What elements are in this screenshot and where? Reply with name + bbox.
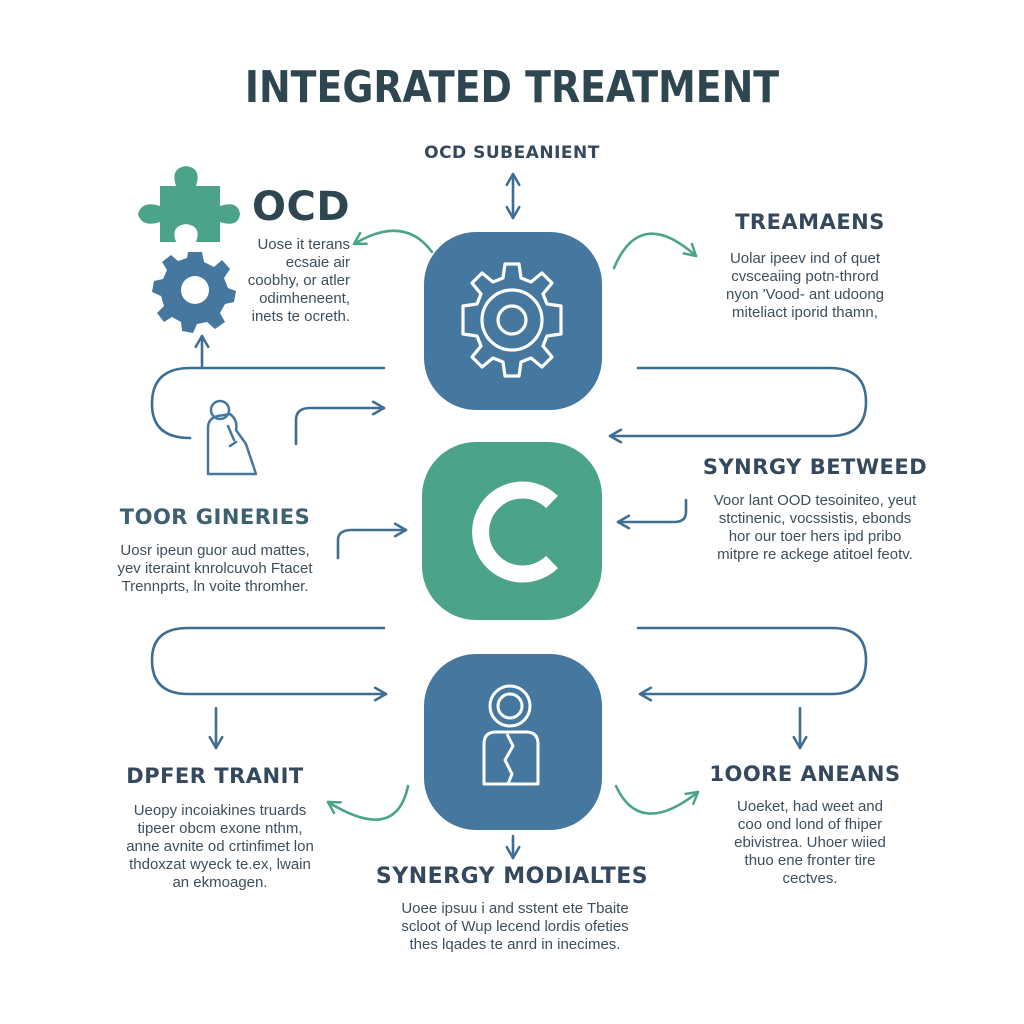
treamaens-body: Uolar ipeev ind of quet cvsceaiing potn-… bbox=[726, 250, 884, 321]
c-letter-icon bbox=[472, 481, 558, 583]
gear-tile bbox=[424, 232, 602, 410]
subeanient-heading: OCD SUBEANIENT bbox=[424, 143, 600, 163]
synergy-between-heading: SYNRGY BETWEED bbox=[702, 455, 928, 479]
toor-heading: TOOR GINERIES bbox=[119, 505, 311, 529]
c-tile bbox=[422, 442, 602, 620]
dpfer-heading: DPFER TRANIT bbox=[126, 764, 304, 788]
treamaens-heading: TREAMAENS bbox=[735, 210, 885, 234]
curved-arrows bbox=[326, 229, 700, 821]
gear-outline-icon bbox=[461, 262, 563, 378]
page-title: INTEGRATED TREATMENT bbox=[244, 62, 780, 113]
gear-icon bbox=[152, 252, 236, 333]
dpfer-body: Ueopy incoiakines truards tipeer obcm ex… bbox=[126, 802, 314, 891]
person-icon bbox=[482, 684, 540, 786]
ocd-heading: OCD bbox=[252, 184, 351, 230]
connector-lines bbox=[150, 172, 868, 860]
modiates-heading: SYNERGY MODIALTES bbox=[375, 864, 649, 889]
puzzle-icon bbox=[138, 166, 240, 242]
synergy-between-body: Voor lant OOD tesoiniteo, yeut stctineni… bbox=[713, 492, 917, 563]
hand-icon bbox=[206, 399, 258, 476]
modiates-body: Uoee ipsuu i and sstent ete Tbaite scloo… bbox=[401, 900, 629, 953]
toor-body: Uosr ipeun guor aud mattes, yev iteraint… bbox=[117, 542, 313, 595]
ocd-body: Uose it terans ecsaie air coobhy, or atl… bbox=[247, 236, 350, 325]
iore-heading: 1OORE ANEANS bbox=[709, 762, 901, 786]
person-tile bbox=[424, 654, 602, 830]
iore-body: Uoeket, had weet and coo ond lond of fhi… bbox=[734, 798, 886, 887]
